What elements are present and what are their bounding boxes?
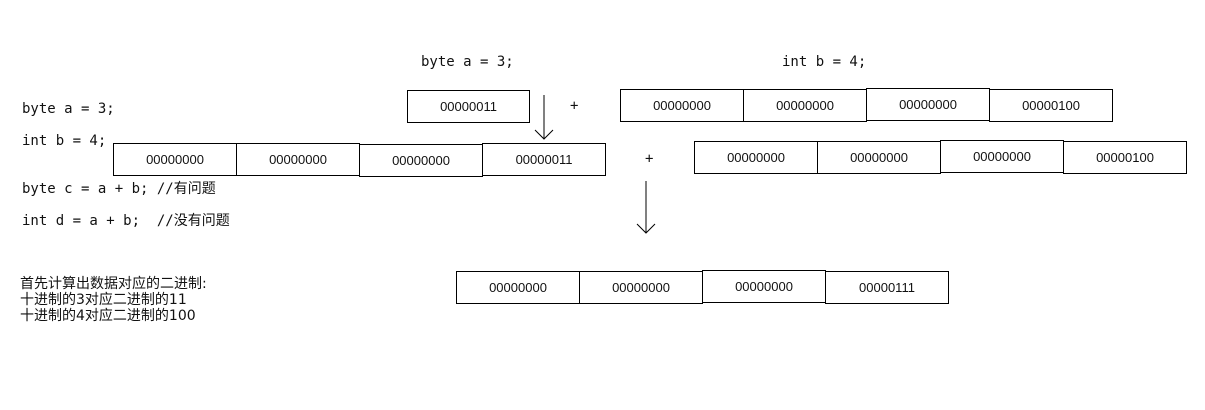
code-line-byte-a: byte a = 3; [22,101,115,117]
note-line-intro: 首先计算出数据对应的二进制: [20,276,207,292]
label-int-b: int b = 4; [782,54,867,70]
result-byte-3: 00000000 [702,270,826,303]
int-a-byte-4: 00000011 [482,143,606,176]
int-b-top-byte-2: 00000000 [743,89,867,122]
byte-a-box: 00000011 [407,90,530,123]
code-line-byte-c: byte c = a + b; //有问题 [22,181,216,197]
int-b-top-byte-3: 00000000 [866,88,990,121]
result-byte-4: 00000111 [825,271,949,304]
int-b-top-byte-4: 00000100 [989,89,1113,122]
int-a-byte-2: 00000000 [236,143,360,176]
int-b-byte-2: 00000000 [817,141,941,174]
int-b-top-byte-1: 00000000 [620,89,744,122]
note-line-4-binary: 十进制的4对应二进制的100 [20,308,196,324]
label-byte-a: byte a = 3; [421,54,514,70]
result-byte-2: 00000000 [579,271,703,304]
plus-sign-top: + [570,98,579,114]
int-b-byte-3: 00000000 [940,140,1064,173]
note-line-3-binary: 十进制的3对应二进制的11 [20,292,187,308]
int-a-byte-3: 00000000 [359,144,483,177]
int-b-byte-1: 00000000 [694,141,818,174]
int-b-byte-4: 00000100 [1063,141,1187,174]
down-arrow-result-icon [636,181,656,234]
result-byte-1: 00000000 [456,271,580,304]
code-line-int-b: int b = 4; [22,133,107,149]
plus-sign-middle: + [645,151,654,167]
int-a-byte-1: 00000000 [113,143,237,176]
down-arrow-promote-icon [534,95,554,140]
code-line-int-d: int d = a + b; //没有问题 [22,213,230,229]
